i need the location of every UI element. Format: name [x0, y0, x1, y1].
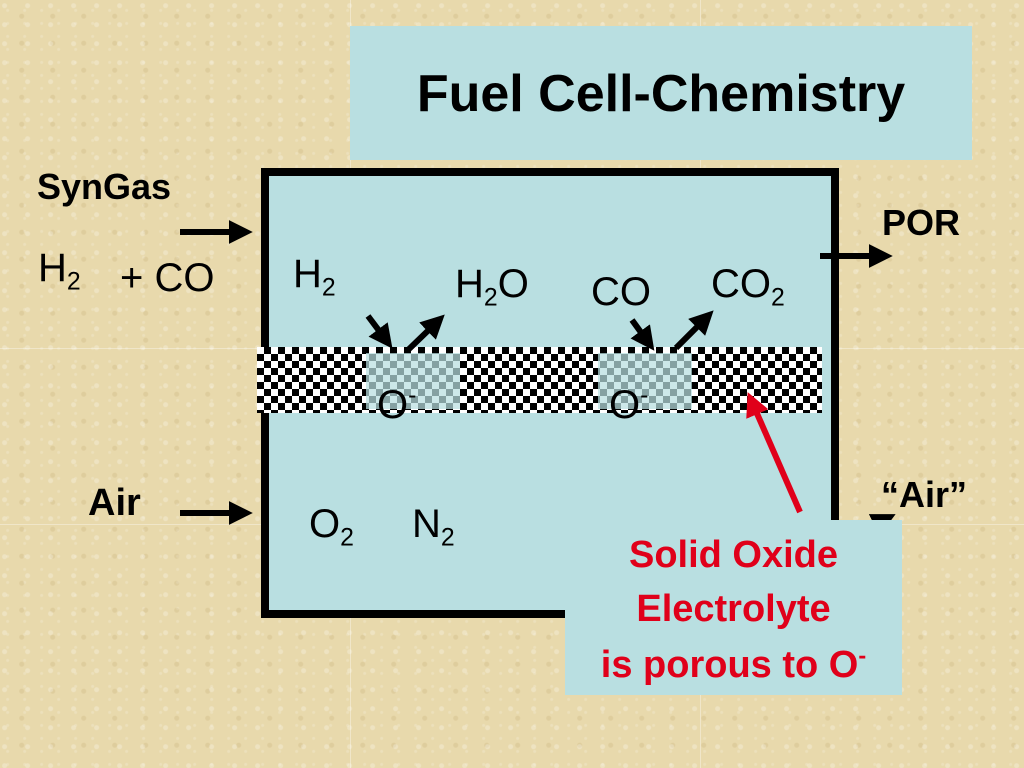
electrolyte-pointer-arrow: [746, 392, 803, 514]
syngas-label: SynGas: [37, 166, 172, 207]
syngas-co: + CO: [120, 256, 215, 300]
cathode-n2: N2: [412, 502, 455, 552]
h2-in-arrow: [365, 314, 393, 349]
electrolyte-annotation: Solid Oxide Electrolyte is porous to O-: [565, 520, 902, 695]
syngas-h2: H2: [38, 246, 81, 296]
anode-h2o: H2O: [455, 262, 529, 312]
air-output-label: “Air”: [881, 474, 968, 515]
air-input-label: Air: [88, 482, 141, 524]
anode-co: CO: [591, 270, 651, 314]
membrane-pore: [598, 353, 692, 409]
anode-co2: CO2: [711, 262, 785, 312]
electrolyte-line-1: Solid Oxide: [628, 534, 839, 576]
oxide-ion-2: O-: [609, 382, 649, 427]
membrane-pore: [366, 353, 460, 409]
oxide-ion-1: O-: [377, 382, 417, 427]
electrolyte-membrane: [257, 347, 822, 413]
cathode-o2: O2: [309, 502, 354, 552]
page-title: Fuel Cell-Chemistry: [416, 65, 906, 123]
title-box: Fuel Cell-Chemistry: [350, 26, 972, 160]
electrolyte-line-2: Electrolyte: [636, 588, 831, 630]
anode-h2: H2: [293, 252, 336, 302]
co2-out-arrow: [673, 310, 714, 351]
electrolyte-line-3: is porous to O-: [600, 642, 867, 687]
co-in-arrow: [629, 318, 655, 351]
h2o-out-arrow: [405, 314, 445, 353]
por-label: POR: [882, 202, 961, 243]
